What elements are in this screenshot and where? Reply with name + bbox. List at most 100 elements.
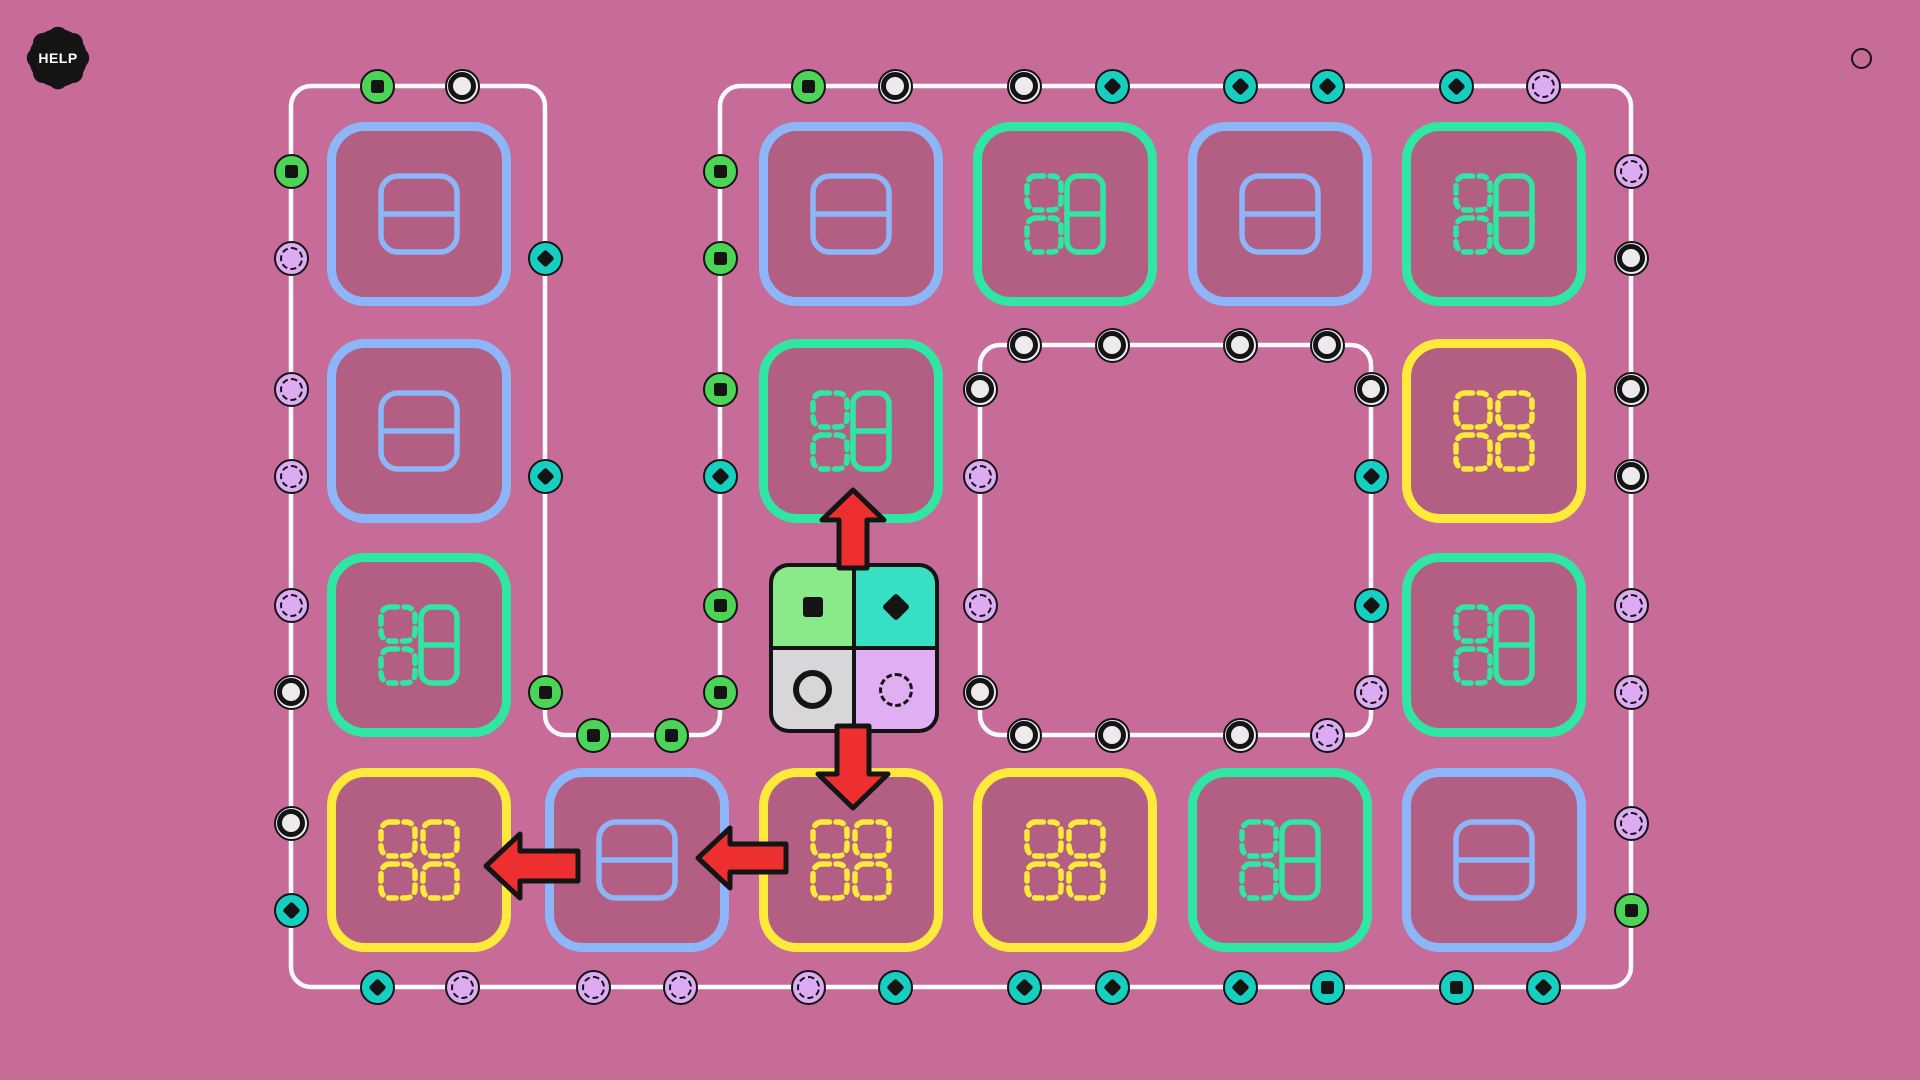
token-dashed-lavender [273, 458, 309, 494]
token-square-green [702, 371, 738, 407]
token-ring-gray [877, 68, 913, 104]
token-square-green [790, 68, 826, 104]
token-ring-gray [1222, 327, 1258, 363]
token-ring-gray [1222, 717, 1258, 753]
token-square-green [359, 68, 395, 104]
token-dashed-lavender [790, 969, 826, 1005]
token-ring-gray [962, 371, 998, 407]
cell-icon-mixed [378, 604, 460, 686]
cell-icon-split [1239, 173, 1321, 255]
token-ring-gray [1006, 327, 1042, 363]
cell-icon-split [810, 173, 892, 255]
token-diamond-teal [877, 969, 913, 1005]
token-ring-gray [1006, 717, 1042, 753]
token-ring-gray [273, 674, 309, 710]
token-dashed-lavender [273, 587, 309, 623]
token-ring-gray [1006, 68, 1042, 104]
cell-a3[interactable] [327, 553, 511, 737]
token-dashed-lavender [1613, 805, 1649, 841]
token-dashed-lavender [1613, 153, 1649, 189]
track-outer [288, 83, 1634, 990]
token-dashed-lavender [444, 969, 480, 1005]
arrow-left-outer[interactable] [483, 831, 581, 901]
token-square-green [1613, 892, 1649, 928]
token-square-green [702, 153, 738, 189]
token-diamond-teal [1094, 68, 1130, 104]
token-square-green [273, 153, 309, 189]
player-quadrant-tr [856, 567, 935, 646]
player-quadrant-br [856, 650, 935, 729]
cell-icon-split [596, 819, 678, 901]
cell-icon-mixed [1453, 604, 1535, 686]
token-ring-gray [1353, 371, 1389, 407]
cell-a1[interactable] [327, 122, 511, 306]
token-square-green [702, 240, 738, 276]
token-ring-gray [1094, 327, 1130, 363]
token-diamond-teal [1309, 68, 1345, 104]
token-diamond-teal [273, 892, 309, 928]
token-square-teal [1438, 969, 1474, 1005]
token-diamond-teal [1525, 969, 1561, 1005]
cell-icon-mixed [1453, 173, 1535, 255]
token-diamond-teal [1094, 969, 1130, 1005]
token-diamond-teal [527, 240, 563, 276]
token-ring-gray [444, 68, 480, 104]
cell-icon-dashed [378, 819, 460, 901]
arrow-down[interactable] [815, 723, 891, 811]
cell-f1[interactable] [1402, 122, 1586, 306]
token-diamond-teal [702, 458, 738, 494]
token-ring-gray [273, 805, 309, 841]
cell-f2[interactable] [1402, 339, 1586, 523]
player-quadrant-tl [773, 567, 852, 646]
token-dashed-lavender [1525, 68, 1561, 104]
cell-a4[interactable] [327, 768, 511, 952]
cell-icon-mixed [1239, 819, 1321, 901]
token-dashed-lavender [575, 969, 611, 1005]
token-dashed-lavender [1309, 717, 1345, 753]
arrow-left-inner[interactable] [695, 825, 789, 891]
cell-f4[interactable] [1402, 768, 1586, 952]
token-ring-gray [1613, 371, 1649, 407]
token-square-green [653, 717, 689, 753]
token-diamond-teal [527, 458, 563, 494]
token-square-green [575, 717, 611, 753]
cell-d4[interactable] [973, 768, 1157, 952]
token-ring-gray [1309, 327, 1345, 363]
cell-e4[interactable] [1188, 768, 1372, 952]
token-dashed-lavender [273, 240, 309, 276]
token-square-green [527, 674, 563, 710]
token-square-teal [1309, 969, 1345, 1005]
cell-icon-split [1453, 819, 1535, 901]
help-button[interactable]: HELP [22, 22, 94, 94]
token-diamond-teal [1353, 458, 1389, 494]
token-diamond-teal [1222, 969, 1258, 1005]
cell-icon-split [378, 390, 460, 472]
token-ring-gray [1613, 458, 1649, 494]
token-square-green [702, 587, 738, 623]
player-tile[interactable] [769, 563, 939, 733]
cell-icon-dashed [1453, 390, 1535, 472]
menu-ring-button[interactable] [1851, 48, 1872, 69]
token-dashed-lavender [662, 969, 698, 1005]
token-dashed-lavender [273, 371, 309, 407]
cell-icon-mixed [1024, 173, 1106, 255]
token-ring-gray [1613, 240, 1649, 276]
cell-icon-dashed [1024, 819, 1106, 901]
arrow-up[interactable] [819, 487, 887, 571]
token-diamond-teal [1222, 68, 1258, 104]
cell-a2[interactable] [327, 339, 511, 523]
cell-icon-mixed [810, 390, 892, 472]
cell-icon-split [378, 173, 460, 255]
track-inner-loop [977, 342, 1374, 738]
cell-f3[interactable] [1402, 553, 1586, 737]
cell-e1[interactable] [1188, 122, 1372, 306]
cell-c1[interactable] [759, 122, 943, 306]
token-ring-gray [1094, 717, 1130, 753]
token-diamond-teal [359, 969, 395, 1005]
cell-d1[interactable] [973, 122, 1157, 306]
